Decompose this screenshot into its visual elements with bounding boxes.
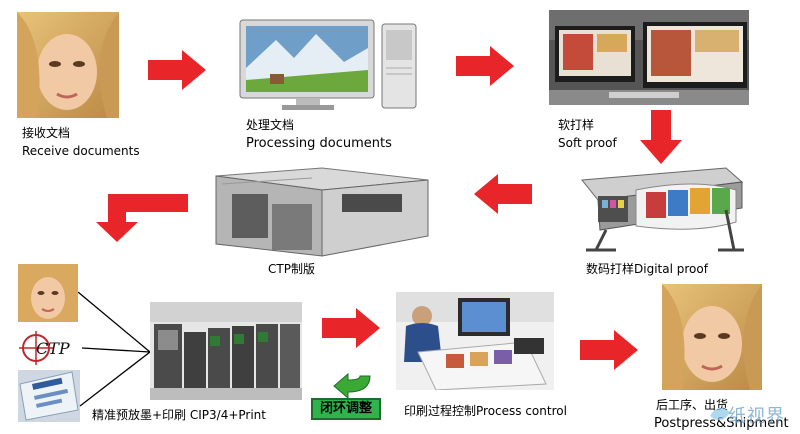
printing-press-photo (150, 302, 302, 400)
elbow-arrow-down-icon (96, 194, 188, 242)
soft-proof-label-zh: 软打样 (558, 118, 595, 132)
receive-documents-photo (17, 12, 119, 118)
ctp-logo-text: CTP (36, 339, 70, 358)
soft-proof-label-en: Soft proof (558, 136, 617, 150)
digital-proof-printer (576, 160, 746, 252)
input-face-photo (18, 264, 78, 322)
arrow-left-icon (474, 174, 532, 214)
soft-proof-photo (549, 10, 749, 105)
closed-loop-label: 闭环调整 (319, 401, 372, 416)
arrow-down-icon (640, 110, 682, 164)
receive-label-zh: 接收文档 (22, 126, 71, 140)
postpress-label-zh: 后工序、出货 (656, 398, 729, 412)
arrow-right-icon (322, 308, 380, 348)
ctp-logo: CTP (18, 330, 78, 366)
processing-documents-photo (236, 18, 419, 112)
receive-label-en: Receive documents (22, 144, 140, 158)
closed-loop-label-box: 闭环调整 (311, 398, 381, 420)
processing-label-en: Processing documents (246, 136, 392, 151)
process-control-label: 印刷过程控制Process control (404, 404, 567, 418)
digital-proof-label: 数码打样Digital proof (586, 262, 708, 276)
input-connector-lines (78, 291, 151, 407)
input-plate-photo (18, 370, 80, 422)
arrow-right-icon (580, 330, 638, 370)
arrow-right-icon (148, 50, 206, 90)
ctp-platesetter (212, 164, 432, 260)
process-control-photo (396, 292, 554, 390)
postpress-photo (662, 284, 762, 390)
ctp-label: CTP制版 (268, 262, 315, 276)
print-label: 精准预放墨+印刷 CIP3/4+Print (92, 408, 266, 422)
postpress-label-en: Postpress&Shipment (654, 416, 789, 431)
processing-label-zh: 处理文档 (246, 118, 295, 132)
closed-loop-arrow-icon (333, 372, 371, 398)
arrow-right-icon (456, 46, 514, 86)
watermark: 纸视界 (706, 400, 798, 430)
watermark-text: 纸视界 (728, 406, 785, 427)
